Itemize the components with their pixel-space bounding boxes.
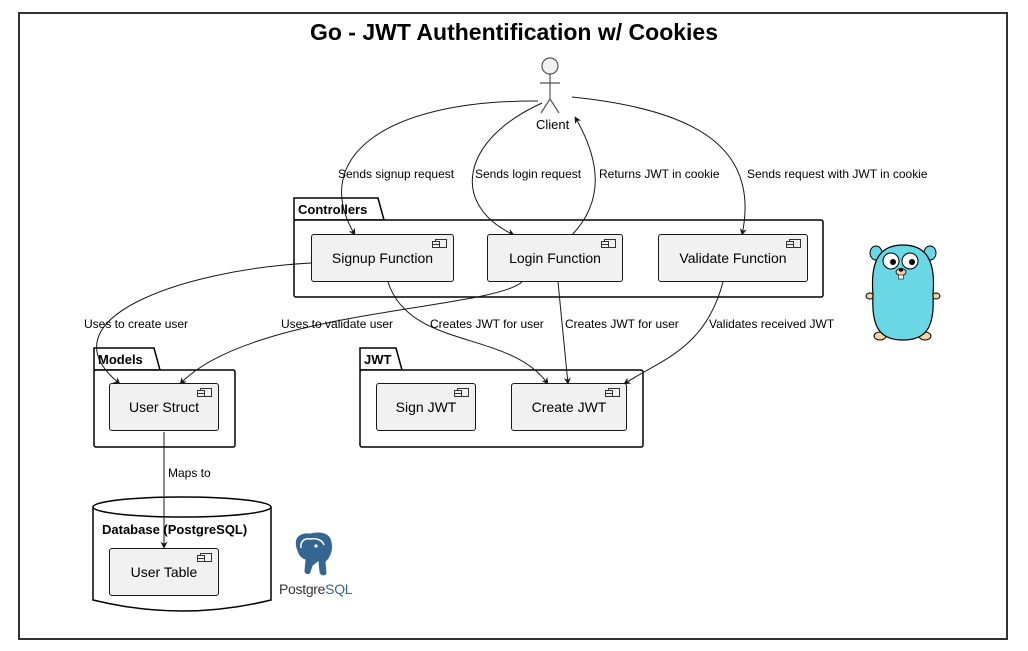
edge-label-client-signup: Sends signup request bbox=[338, 167, 455, 181]
package-jwt-label: JWT bbox=[364, 352, 392, 367]
signup-function-label: Signup Function bbox=[331, 250, 434, 266]
database-label: Database (PostgreSQL) bbox=[102, 522, 248, 537]
package-models-label: Models bbox=[98, 352, 143, 367]
component-icon bbox=[197, 388, 212, 397]
postgresql-elephant-icon bbox=[294, 531, 333, 577]
edge-label-login-jwt: Creates JWT for user bbox=[565, 317, 679, 331]
component-icon bbox=[601, 239, 616, 248]
component-icon bbox=[454, 388, 469, 397]
create-jwt-label: Create JWT bbox=[531, 399, 607, 415]
user-struct-label: User Struct bbox=[128, 399, 199, 415]
edge-client-signup bbox=[341, 100, 539, 236]
edge-label-client-validate: Sends request with JWT in cookie bbox=[747, 167, 928, 181]
edge-login-user bbox=[179, 281, 523, 385]
component-icon bbox=[197, 553, 212, 562]
signup-function-component: Signup Function bbox=[311, 234, 454, 282]
edge-validate-jwt bbox=[623, 281, 724, 385]
diagram-frame bbox=[18, 12, 1008, 640]
edge-signup-user bbox=[96, 262, 312, 385]
diagram-title: Go - JWT Authentification w/ Cookies bbox=[309, 19, 719, 45]
sign-jwt-component: Sign JWT bbox=[376, 383, 476, 431]
login-function-label: Login Function bbox=[509, 250, 601, 266]
edge-label-login-user: Uses to validate user bbox=[281, 317, 394, 331]
user-table-component: User Table bbox=[109, 548, 219, 596]
create-jwt-component: Create JWT bbox=[511, 383, 627, 431]
edge-signup-jwt bbox=[387, 281, 549, 385]
user-struct-component: User Struct bbox=[109, 383, 219, 431]
edge-label-signup-user: Uses to create user bbox=[84, 317, 189, 331]
edge-label-validate-jwt: Validates received JWT bbox=[709, 317, 835, 331]
component-icon bbox=[605, 388, 620, 397]
edge-label-client-login: Sends login request bbox=[475, 167, 582, 181]
edge-label-signup-jwt: Creates JWT for user bbox=[430, 317, 544, 331]
go-gopher-mascot bbox=[865, 244, 941, 341]
edge-login-jwt bbox=[557, 281, 571, 385]
edge-login-client bbox=[571, 116, 596, 236]
edge-label-user-table: Maps to bbox=[168, 466, 211, 480]
edge-label-login-client: Returns JWT in cookie bbox=[599, 167, 720, 181]
login-function-component: Login Function bbox=[487, 234, 623, 282]
client-actor bbox=[540, 57, 560, 114]
package-controllers-label: Controllers bbox=[298, 202, 368, 217]
client-actor-label: Client bbox=[536, 117, 570, 132]
validate-function-label: Validate Function bbox=[679, 250, 787, 266]
component-icon bbox=[432, 239, 447, 248]
postgresql-logo-text: PostgreSQL bbox=[279, 581, 353, 597]
sign-jwt-label: Sign JWT bbox=[395, 399, 457, 415]
component-icon bbox=[786, 239, 801, 248]
edge-client-validate bbox=[571, 96, 747, 236]
user-table-label: User Table bbox=[130, 564, 198, 580]
edge-client-login bbox=[471, 102, 543, 236]
validate-function-component: Validate Function bbox=[658, 234, 808, 282]
